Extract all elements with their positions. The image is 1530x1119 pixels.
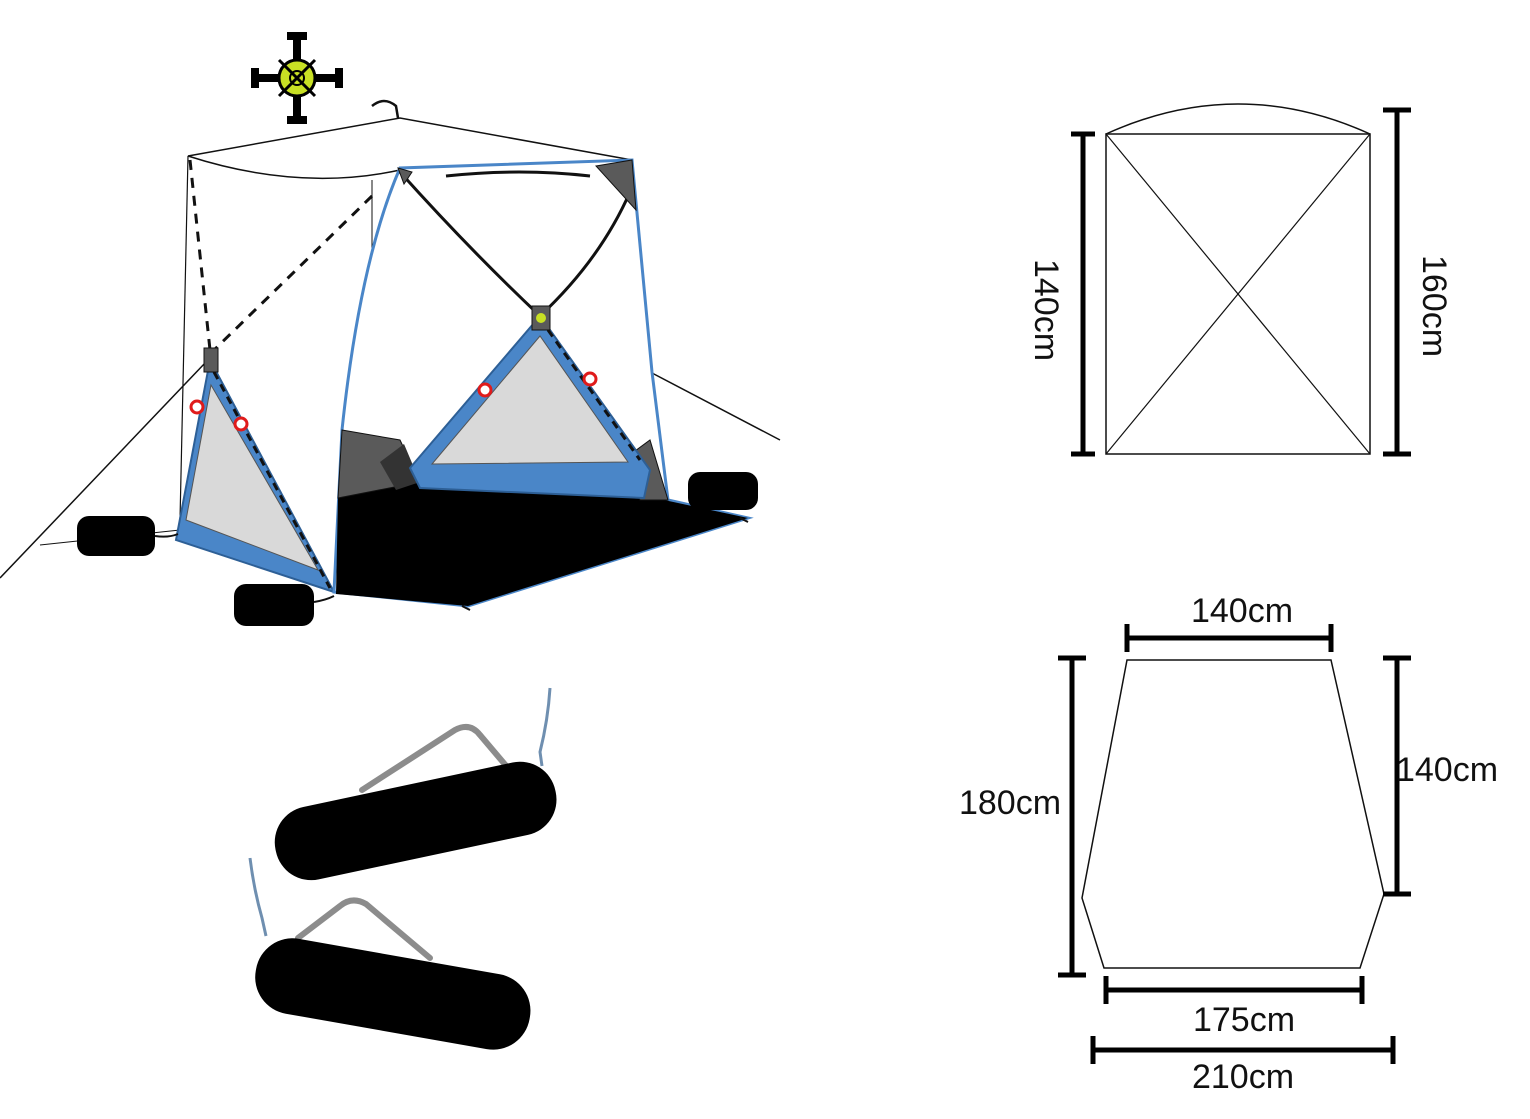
dim-bar-bottom-inner xyxy=(1103,976,1365,1004)
dim-bar-bottom-outer xyxy=(1090,1036,1396,1064)
dim-bar-left-length xyxy=(1058,655,1086,978)
dim-bar-left xyxy=(1071,131,1095,457)
top-right-corner xyxy=(595,159,637,212)
ring-left-2 xyxy=(233,416,249,432)
dim-bar-right xyxy=(1383,107,1411,457)
pole-front-right xyxy=(538,191,632,318)
label-top-right-height: 160cm xyxy=(1415,255,1453,357)
ring-front-2 xyxy=(582,371,598,387)
stake-1 xyxy=(461,605,471,611)
top-view-arc xyxy=(1105,103,1371,135)
label-top-left-height: 140cm xyxy=(1027,259,1065,361)
front-panel-zip xyxy=(546,329,642,461)
label-floor-bottom-inner: 175cm xyxy=(1193,1001,1295,1039)
tent-floor xyxy=(336,482,748,606)
label-floor-top-width: 140cm xyxy=(1191,592,1293,630)
top-left-corner xyxy=(397,167,413,186)
carry-bag-icon xyxy=(248,687,557,1050)
back-edge-left xyxy=(179,155,189,521)
dim-bar-top-width xyxy=(1124,624,1334,652)
sand-bag-right xyxy=(688,472,758,510)
hub-icon xyxy=(251,32,343,124)
tent-illustration xyxy=(0,99,781,626)
label-floor-left-length: 180cm xyxy=(959,784,1061,822)
dashed-pole-2 xyxy=(210,194,374,354)
label-floor-right-length: 140cm xyxy=(1396,751,1498,789)
guy-line-right xyxy=(651,372,781,441)
front-panel-mesh xyxy=(430,335,629,465)
bag-2-cord xyxy=(248,857,268,937)
floor-plan-outline xyxy=(1081,659,1385,969)
bag-2-strap xyxy=(295,897,433,961)
dim-bar-right-length xyxy=(1383,655,1411,897)
bag-1-cord xyxy=(538,687,552,767)
stake-2 xyxy=(739,517,749,523)
dashed-pole-1 xyxy=(188,159,212,351)
center-hub-dot xyxy=(536,313,546,323)
guy-line-left xyxy=(0,361,207,579)
front-corner-dark-2 xyxy=(380,444,420,490)
ring-left-1 xyxy=(189,399,205,415)
label-floor-bottom-outer: 210cm xyxy=(1192,1058,1294,1096)
roof-loop xyxy=(371,99,400,119)
bag-1-strap xyxy=(359,723,511,793)
top-view-diagram: 140cm 160cm xyxy=(1027,103,1453,457)
pole-front-left xyxy=(398,170,542,318)
sand-bag-left xyxy=(77,516,179,556)
top-view-square xyxy=(1105,133,1371,455)
ring-front-1 xyxy=(477,382,493,398)
left-hub xyxy=(203,347,219,373)
bag-2-body xyxy=(255,938,531,1050)
sand-bag-front xyxy=(234,584,335,626)
bag-1-body xyxy=(274,761,557,881)
top-view-diag-2 xyxy=(1105,133,1371,455)
left-panel-mesh xyxy=(185,383,320,571)
floor-plan-diagram: 140cm 180cm 140cm 175cm 210cm xyxy=(959,592,1498,1096)
pole-top xyxy=(445,170,591,178)
